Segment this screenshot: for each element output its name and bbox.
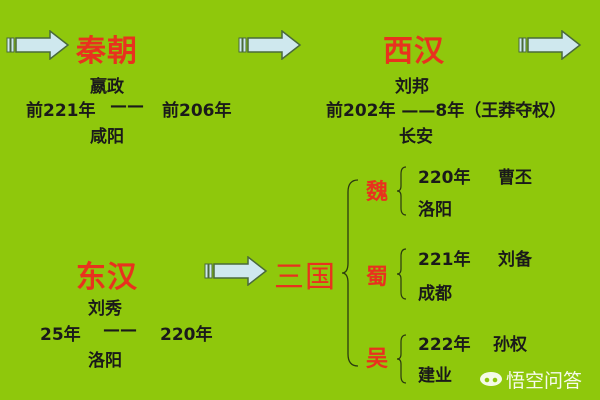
- qin-title: 秦朝: [76, 34, 138, 69]
- eastern-han-capital: 洛阳: [88, 351, 122, 371]
- kingdom-shu-name: 蜀: [366, 265, 389, 290]
- qin-start: 前221年: [26, 101, 96, 121]
- big-brace-icon: [341, 179, 359, 367]
- kingdom-wu-capital: 建业: [418, 366, 452, 386]
- brace-icon: [396, 248, 407, 300]
- kingdom-wei-name: 魏: [366, 180, 389, 205]
- qin-dash: ——: [110, 96, 144, 116]
- western-han-capital: 长安: [399, 127, 433, 147]
- kingdom-shu-ruler: 刘备: [498, 250, 532, 270]
- three-kingdoms-title: 三国: [274, 260, 336, 295]
- kingdom-shu-capital: 成都: [418, 284, 452, 304]
- arrow-icon: [518, 30, 581, 60]
- brace-icon: [396, 334, 407, 384]
- kingdom-wu-ruler: 孙权: [493, 335, 527, 355]
- arrow-icon: [204, 256, 267, 286]
- western-han-ruler: 刘邦: [395, 77, 429, 97]
- kingdom-wu-year: 222年: [418, 335, 471, 355]
- arrow-icon: [6, 30, 69, 60]
- kingdom-wu-name: 吴: [366, 347, 389, 372]
- eastern-han-ruler: 刘秀: [88, 299, 122, 319]
- arrow-icon: [238, 30, 301, 60]
- kingdom-wei-year: 220年: [418, 168, 471, 188]
- kingdom-wei-ruler: 曹丕: [498, 168, 532, 188]
- eastern-han-end: 220年: [160, 325, 213, 345]
- brace-icon: [396, 166, 407, 216]
- eastern-han-title: 东汉: [76, 260, 138, 295]
- qin-ruler: 嬴政: [90, 77, 124, 97]
- qin-capital: 咸阳: [90, 127, 124, 147]
- western-han-title: 西汉: [383, 34, 445, 69]
- qin-end: 前206年: [162, 101, 232, 121]
- eastern-han-start: 25年: [40, 325, 81, 345]
- kingdom-shu-year: 221年: [418, 250, 471, 270]
- watermark: 悟空问答: [506, 370, 583, 392]
- wukong-logo-icon: [480, 372, 502, 386]
- western-han-range: 前202年 ——8年（王莽夺权）: [326, 101, 567, 121]
- kingdom-wei-capital: 洛阳: [418, 200, 452, 220]
- eastern-han-dash: ——: [103, 320, 137, 340]
